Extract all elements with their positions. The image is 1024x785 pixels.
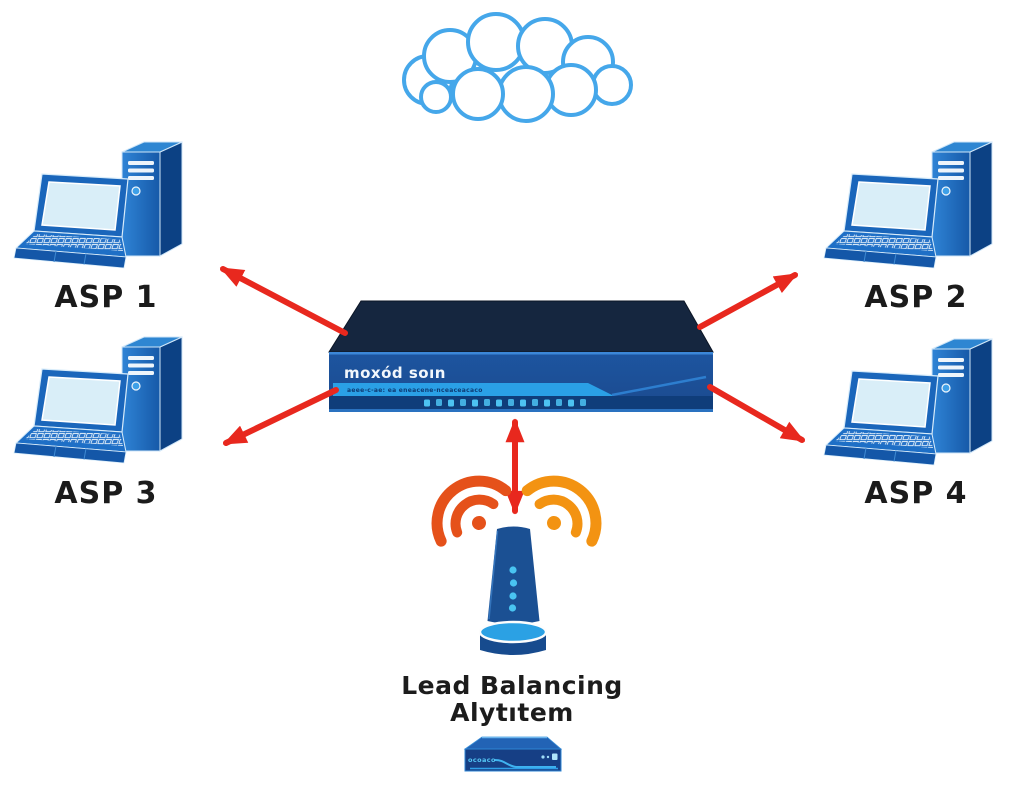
load-balancer-accent-stripe xyxy=(333,383,614,396)
red-arrow-to-asp-1 xyxy=(219,266,348,336)
red-arrow-to-asp-4 xyxy=(707,384,806,443)
load-balancer-port-row xyxy=(424,399,586,407)
load-balancer-panel-text: aeee-c-ae: ea eneacene-nceaceacaco xyxy=(347,387,483,394)
connection-arrows xyxy=(219,266,806,515)
cloud-icon xyxy=(402,12,633,123)
workstation-asp-4 xyxy=(823,338,993,466)
wifi-signal-right-icon xyxy=(521,475,602,547)
asp-2-label: ASP 2 xyxy=(864,280,967,315)
wifi-signal-left-icon xyxy=(431,475,512,547)
load-balancer-brand-text: moxód soın xyxy=(344,364,446,382)
diagram-caption-line1: Lead Balancing xyxy=(401,671,623,700)
workstation-asp-2 xyxy=(823,141,993,269)
access-point-status-dots xyxy=(508,566,518,612)
access-point-icon xyxy=(478,526,548,655)
mini-router-icon: ocoaco xyxy=(463,736,563,772)
workstation-asp-1 xyxy=(13,141,183,269)
asp-3-label: ASP 3 xyxy=(54,476,157,511)
workstation-asp-3 xyxy=(13,336,183,464)
asp-1-label: ASP 1 xyxy=(54,280,157,315)
diagram-caption-line2: Alytıtem xyxy=(450,698,574,727)
mini-router-panel-text: ocoaco xyxy=(468,756,496,764)
red-arrow-to-asp-3 xyxy=(222,387,339,446)
asp-4-label: ASP 4 xyxy=(864,476,967,511)
red-arrow-to-asp-2 xyxy=(697,272,799,330)
load-balancer-icon: moxód soın aeee-c-ae: ea eneacene-nceace… xyxy=(328,300,714,412)
